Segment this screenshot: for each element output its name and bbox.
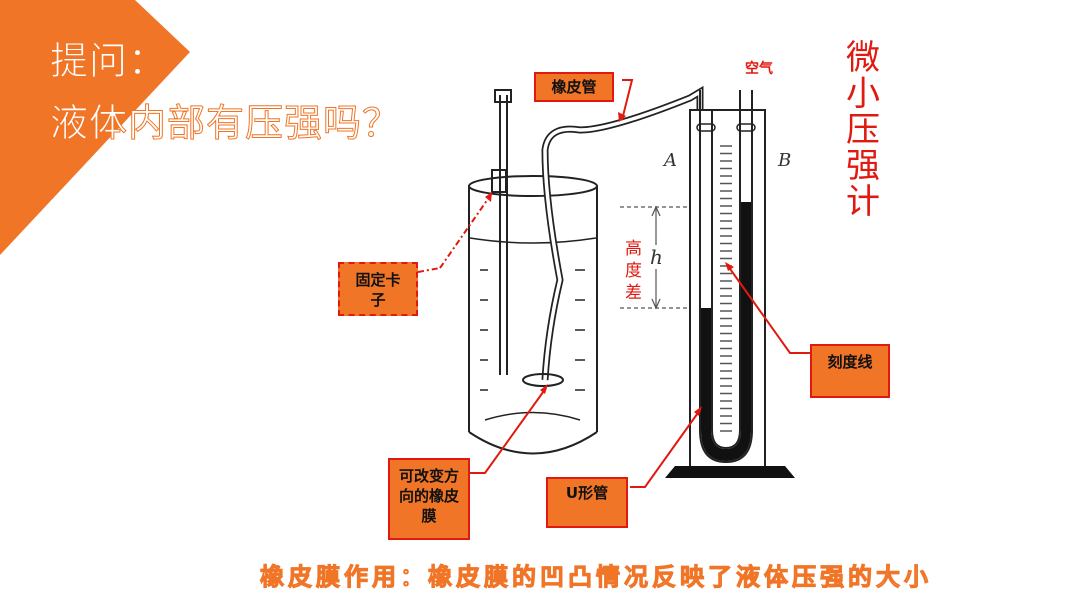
label-u-tube: U形管 (546, 477, 628, 528)
label-rubber-tube: 橡皮管 (534, 72, 614, 102)
label-air: 空气 (745, 61, 773, 77)
label-clamp: 固定卡子 (338, 262, 418, 316)
label-scale-line: 刻度线 (810, 344, 890, 398)
footer-caption: 橡皮膜作用：橡皮膜的凹凸情况反映了液体压强的大小 (260, 562, 932, 592)
probe-rod (491, 89, 512, 375)
rubber-tube (541, 85, 704, 381)
title-line-1: 提问： (49, 39, 168, 83)
liquid-column (701, 202, 751, 461)
rubber-membrane (522, 373, 564, 387)
u-tube-manometer (665, 90, 795, 478)
label-b: B (778, 150, 792, 171)
title-line-2: 液体内部有压强吗？ (49, 101, 402, 145)
annotation-leaders (417, 79, 810, 488)
device-name: 微小压强计 (846, 38, 880, 222)
label-h: h (650, 245, 663, 269)
label-membrane: 可改变方向的橡皮膜 (388, 458, 470, 540)
label-height-difference: 高度差 (625, 239, 642, 303)
label-a: A (664, 150, 677, 171)
beaker (468, 175, 598, 455)
